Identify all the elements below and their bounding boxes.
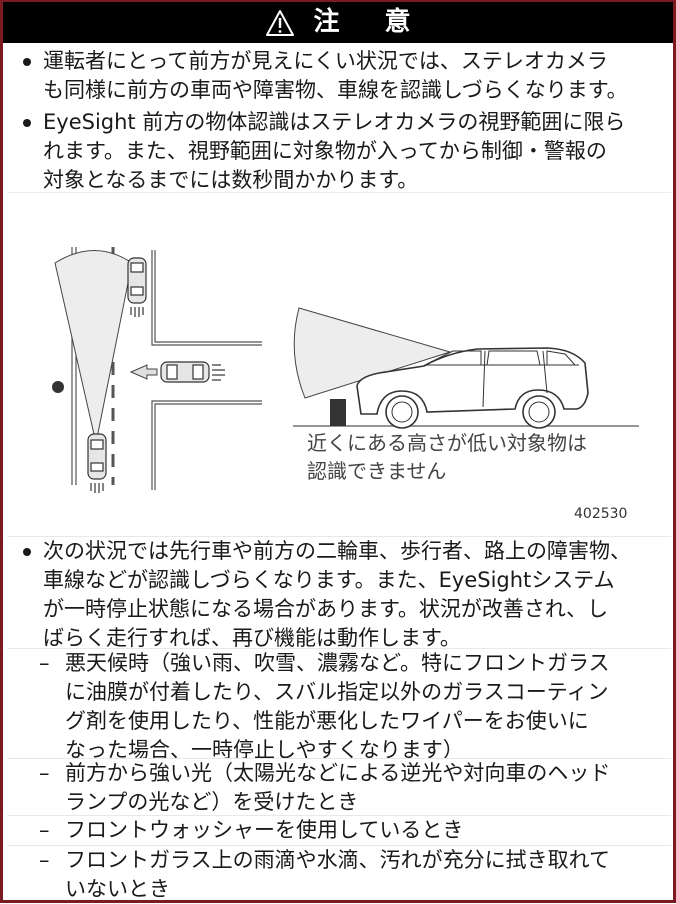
illustration: 近くにある高さが低い対象物は 認識できません 402530 (7, 192, 671, 533)
arrow-left-icon (129, 364, 158, 380)
detection-cone-side (293, 307, 452, 399)
text-line: EyeSight 前方の物体認識はステレオカメラの視野範囲に限ら (43, 110, 626, 134)
caution-title: 注 意 (313, 7, 429, 37)
text-line: 車線などが認識しづらくなります。また、EyeSightシステム (43, 568, 615, 592)
crossing-car-icon (160, 361, 225, 383)
text-line: 対象となるまでには数秒間かかります。 (43, 168, 419, 192)
bullet-item: 次の状況では先行車や前方の二輪車、歩行者、路上の障害物、 車線などが認識しづらく… (7, 536, 671, 653)
text-line: に油膜が付着したり、スバル指定以外のガラスコーティン (65, 680, 609, 704)
text-line: グ剤を使用したり、性能が悪化したワイパーをお使いに (65, 709, 589, 733)
text-line: 悪天候時（強い雨、吹雪、濃霧など。特にフロントガラス (65, 651, 610, 675)
text-line: も同様に前方の車両や障害物、車線を認識しづらくなります。 (43, 78, 628, 102)
pedestrian-marker (52, 381, 64, 393)
text-line: フロントガラス上の雨滴や水滴、汚れが充分に拭き取れて (65, 848, 610, 872)
sub-item: – フロントウォッシャーを使用しているとき (7, 815, 671, 845)
bullet-item: EyeSight 前方の物体認識はステレオカメラの視野範囲に限ら れます。また、… (7, 108, 671, 195)
text-line: ランプの光など）を受けたとき (65, 790, 359, 814)
bullet-dot (23, 58, 31, 66)
text-line: れます。また、視野範囲に対象物が入ってから制御・警報の (43, 139, 607, 163)
sub-item: – 前方から強い光（太陽光などによる逆光や対向車のヘッド ランプの光など）を受け… (7, 758, 671, 817)
sub-item: – フロントガラス上の雨滴や水滴、汚れが充分に拭き取れて いないとき (7, 845, 671, 904)
dash-marker: – (39, 848, 50, 872)
sub-item: – 悪天候時（強い雨、吹雪、濃霧など。特にフロントガラス に油膜が付着したり、ス… (7, 648, 671, 765)
stereo-camera-diagram (52, 247, 639, 493)
text-line: 運転者にとって前方が見えにくい状況では、ステレオカメラ (43, 49, 608, 73)
caution-header: 注 意 (3, 2, 673, 43)
dash-marker: – (39, 818, 50, 842)
text-line: フロントウォッシャーを使用しているとき (65, 818, 464, 842)
bullet-dot (23, 119, 31, 127)
bullet-item: 運転者にとって前方が見えにくい状況では、ステレオカメラ も同様に前方の車両や障害… (7, 47, 671, 105)
text-line: 次の状況では先行車や前方の二輪車、歩行者、路上の障害物、 (43, 539, 631, 563)
low-obstacle (330, 399, 346, 426)
text-line: いないとき (65, 877, 170, 901)
text-line: 前方から強い光（太陽光などによる逆光や対向車のヘッド (65, 761, 611, 785)
text-line: が一時停止状態になる場合があります。状況が改善され、し (43, 597, 609, 621)
warning-triangle-icon (266, 9, 295, 36)
figure-number: 402530 (574, 506, 628, 522)
caption-line: 認識できません (307, 459, 447, 483)
caption-line: 近くにある高さが低い対象物は (307, 431, 587, 455)
bullet-dot (23, 548, 31, 556)
dash-marker: – (39, 761, 50, 785)
own-car-icon (87, 433, 107, 493)
dash-marker: – (39, 651, 50, 675)
detection-cone-top (54, 250, 133, 444)
text-line: ばらく走行すれば、再び機能は動作します。 (43, 626, 461, 650)
side-car-icon (356, 347, 589, 429)
preceding-car-icon (127, 257, 147, 317)
figure-caption: 近くにある高さが低い対象物は 認識できません (307, 429, 587, 485)
